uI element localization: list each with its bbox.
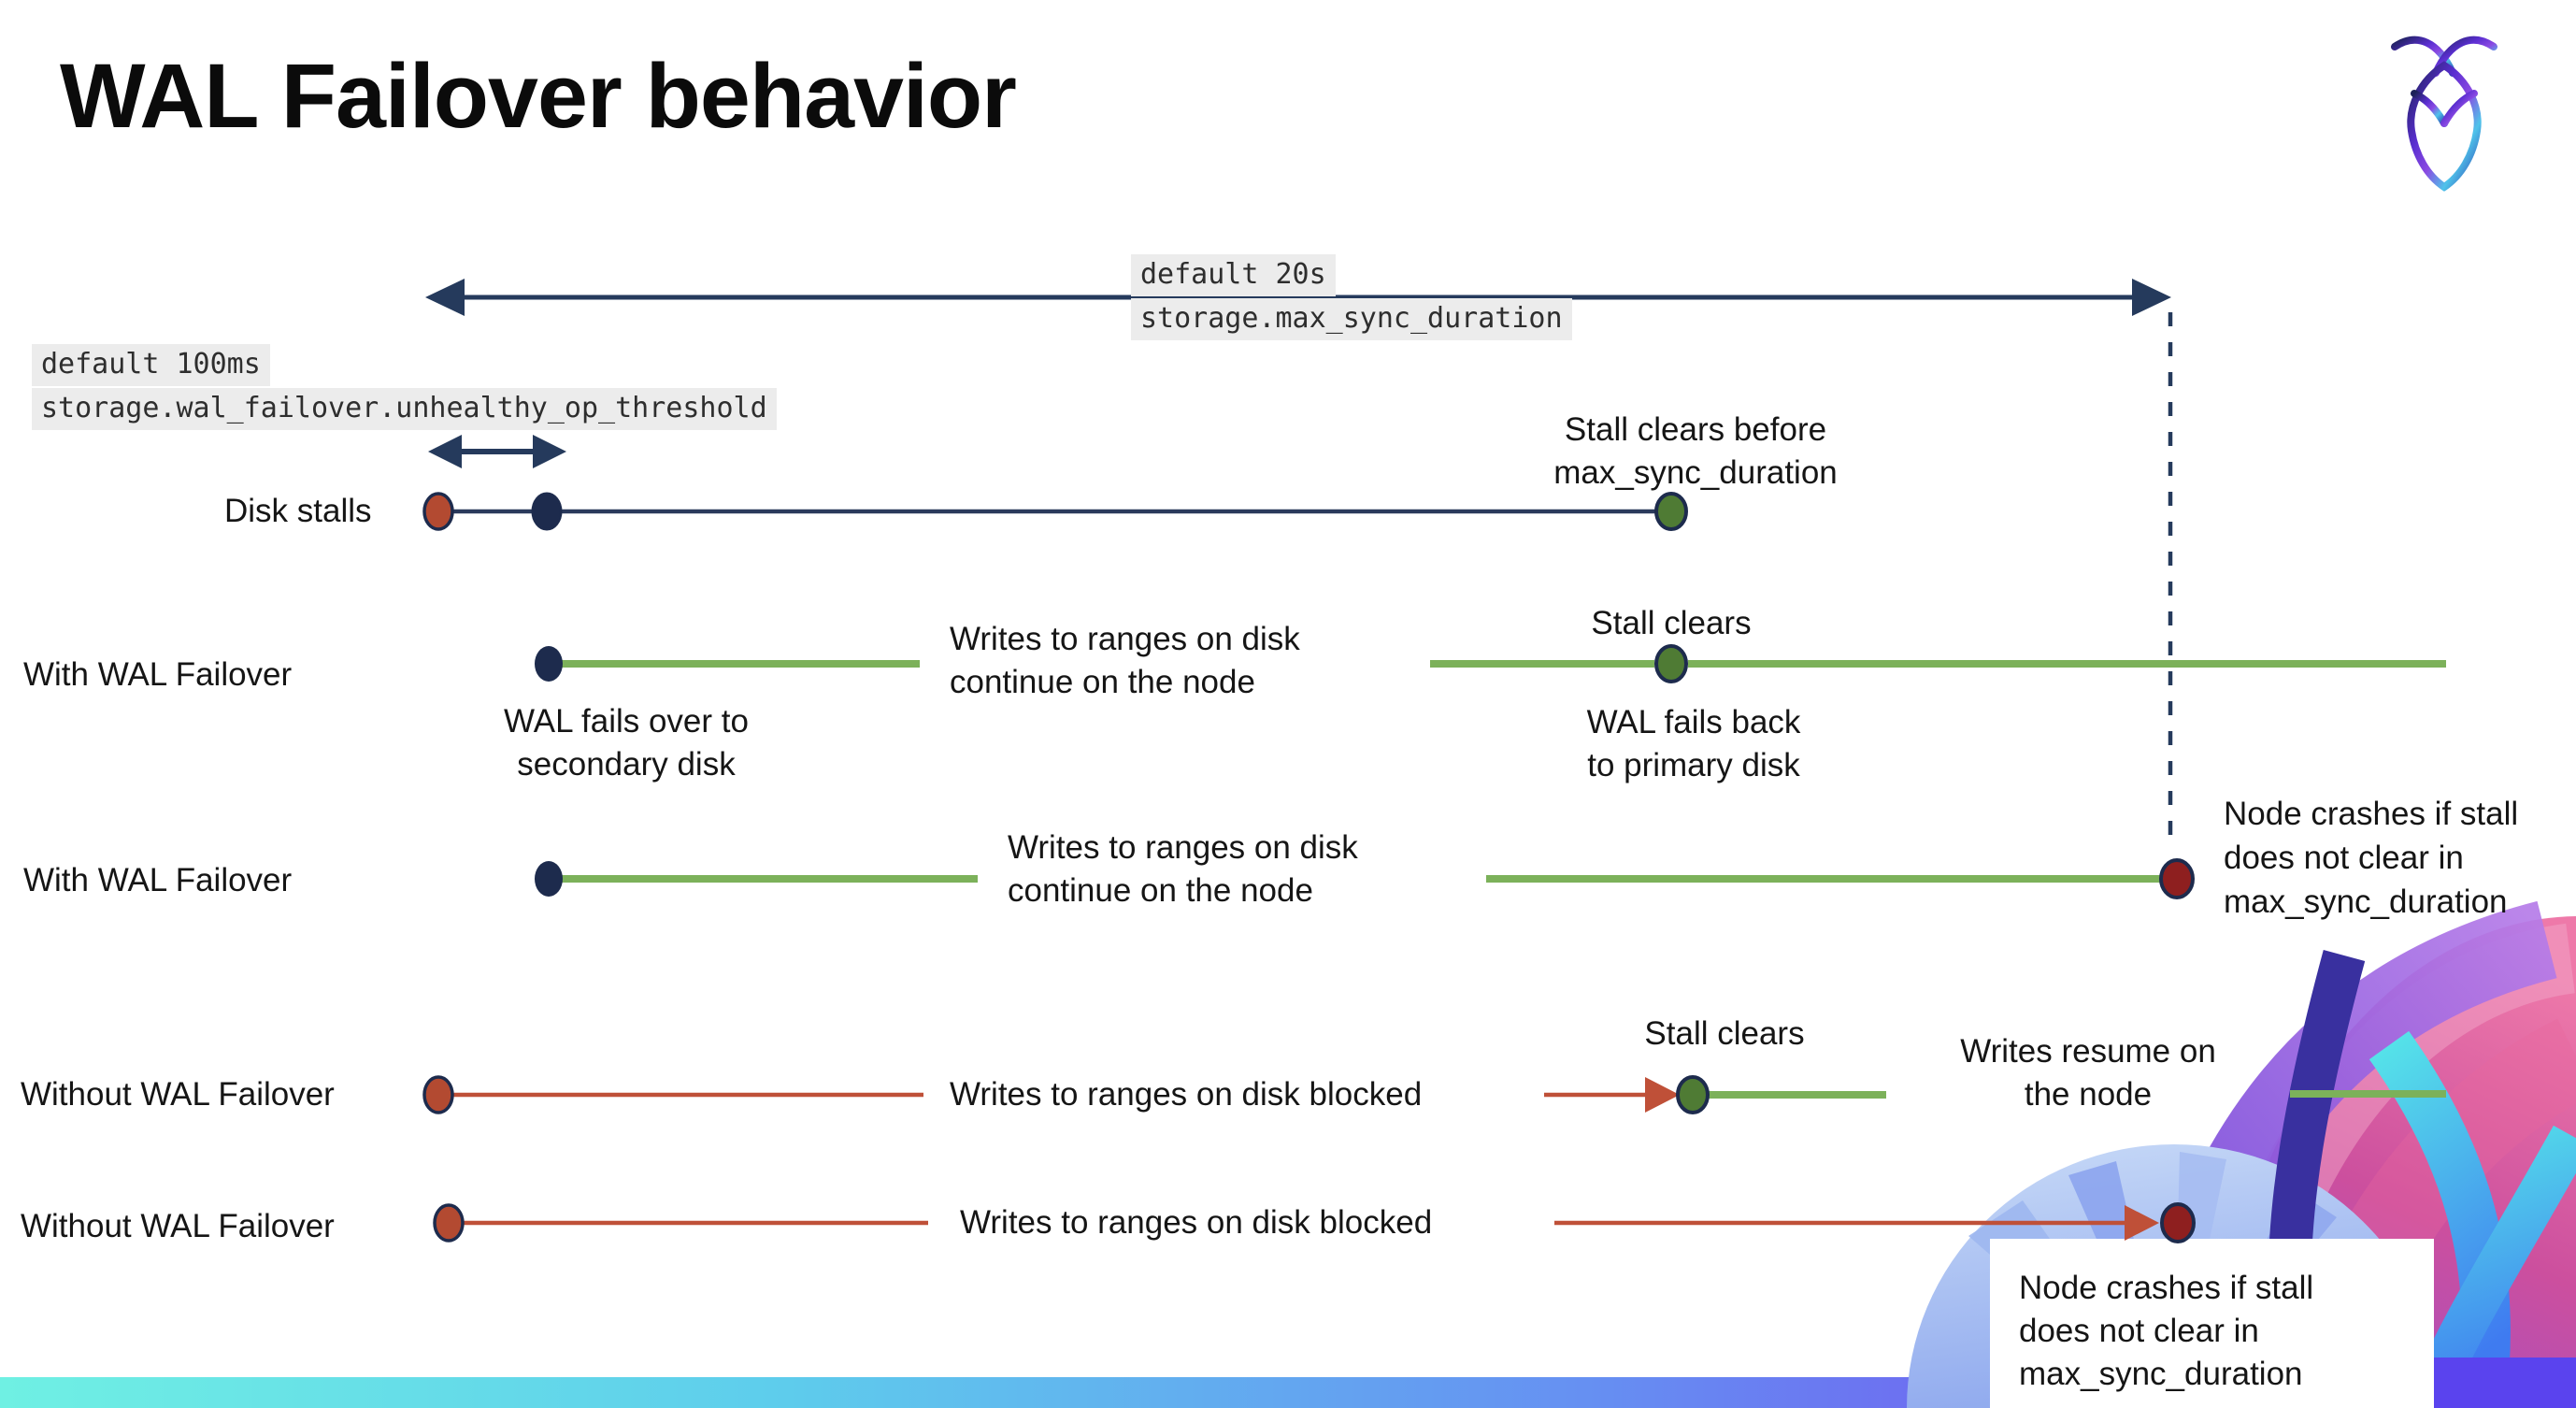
- stall-clears-dot: [1654, 644, 1688, 683]
- row-label-without-wal-1: Without WAL Failover: [21, 1076, 335, 1113]
- footer-artwork-cover: [2434, 1358, 2576, 1408]
- annotation-stall-clears-2: Stall clears: [1644, 1015, 1805, 1052]
- stall-clears-dot: [1676, 1075, 1710, 1114]
- row-label-with-wal-2: With WAL Failover: [23, 862, 293, 898]
- failover-dot: [535, 646, 563, 682]
- stall-clears-dot: [1654, 492, 1688, 531]
- max-sync-duration-callout: default 20s storage.max_sync_duration: [1131, 254, 1572, 342]
- row-label-without-wal-2: Without WAL Failover: [21, 1208, 335, 1244]
- row-label-with-wal-1: With WAL Failover: [23, 656, 293, 693]
- node-crash-dot: [2159, 858, 2195, 899]
- annotation-writes-blocked-2: Writes to ranges on disk blocked: [960, 1204, 1433, 1241]
- node-crash-dot: [2160, 1202, 2196, 1243]
- annotation-wal-fails-back: WAL fails back to primary disk: [1586, 704, 1801, 783]
- annotation-stall-clears-1: Stall clears: [1591, 605, 1752, 641]
- stall-start-dot: [422, 492, 454, 531]
- unhealthy-op-threshold-callout: default 100ms storage.wal_failover.unhea…: [32, 344, 777, 432]
- logo-vein-left: [2411, 90, 2448, 127]
- annotation-node-crashes-top: Node crashes if stall does not clear in …: [2224, 796, 2519, 920]
- setting-name: storage.wal_failover.unhealthy_op_thresh…: [32, 388, 777, 430]
- logo-vein-right: [2440, 90, 2478, 127]
- stall-arrowhead: [1645, 1077, 1680, 1113]
- annotation-writes-resume: Writes resume on the node: [1960, 1033, 2216, 1113]
- setting-default-value: default 20s: [1131, 254, 1336, 296]
- row-without-wal-1-graphics: [422, 1075, 2446, 1114]
- annotation-writes-continue-1: Writes to ranges on disk continue on the…: [950, 621, 1300, 700]
- setting-default-value: default 100ms: [32, 344, 270, 386]
- failover-threshold-dot: [531, 492, 563, 531]
- max-sync-duration-arrow: [425, 279, 2171, 316]
- roach-leg: [2368, 1030, 2511, 1408]
- failover-dot: [535, 861, 563, 897]
- row-label-disk-stalls: Disk stalls: [224, 493, 372, 529]
- stall-start-dot: [433, 1203, 465, 1243]
- row-without-wal-2-graphics: [433, 1202, 2196, 1243]
- cockroachdb-logo: [2391, 36, 2497, 192]
- annotation-writes-blocked-1: Writes to ranges on disk blocked: [950, 1076, 1423, 1113]
- row-with-wal-2-graphics: [535, 858, 2195, 899]
- crash-arrowhead: [2125, 1205, 2159, 1241]
- setting-name: storage.max_sync_duration: [1131, 298, 1572, 340]
- crash-note-box: [1990, 1239, 2434, 1408]
- logo-body: [2407, 61, 2482, 192]
- page-title: WAL Failover behavior: [60, 45, 1017, 147]
- unhealthy-op-threshold-arrow: [428, 435, 566, 468]
- annotation-wal-fails-over: WAL fails over to secondary disk: [504, 703, 749, 783]
- annotation-stall-clears-before: Stall clears before max_sync_duration: [1553, 411, 1838, 491]
- annotation-node-crashes-bottom: Node crashes if stall does not clear in …: [2019, 1270, 2314, 1392]
- stall-start-dot: [422, 1075, 454, 1114]
- row-disk-stalls-graphics: [422, 492, 1688, 531]
- annotation-writes-continue-2: Writes to ranges on disk continue on the…: [1008, 829, 1358, 909]
- row-with-wal-1-graphics: [535, 644, 2446, 683]
